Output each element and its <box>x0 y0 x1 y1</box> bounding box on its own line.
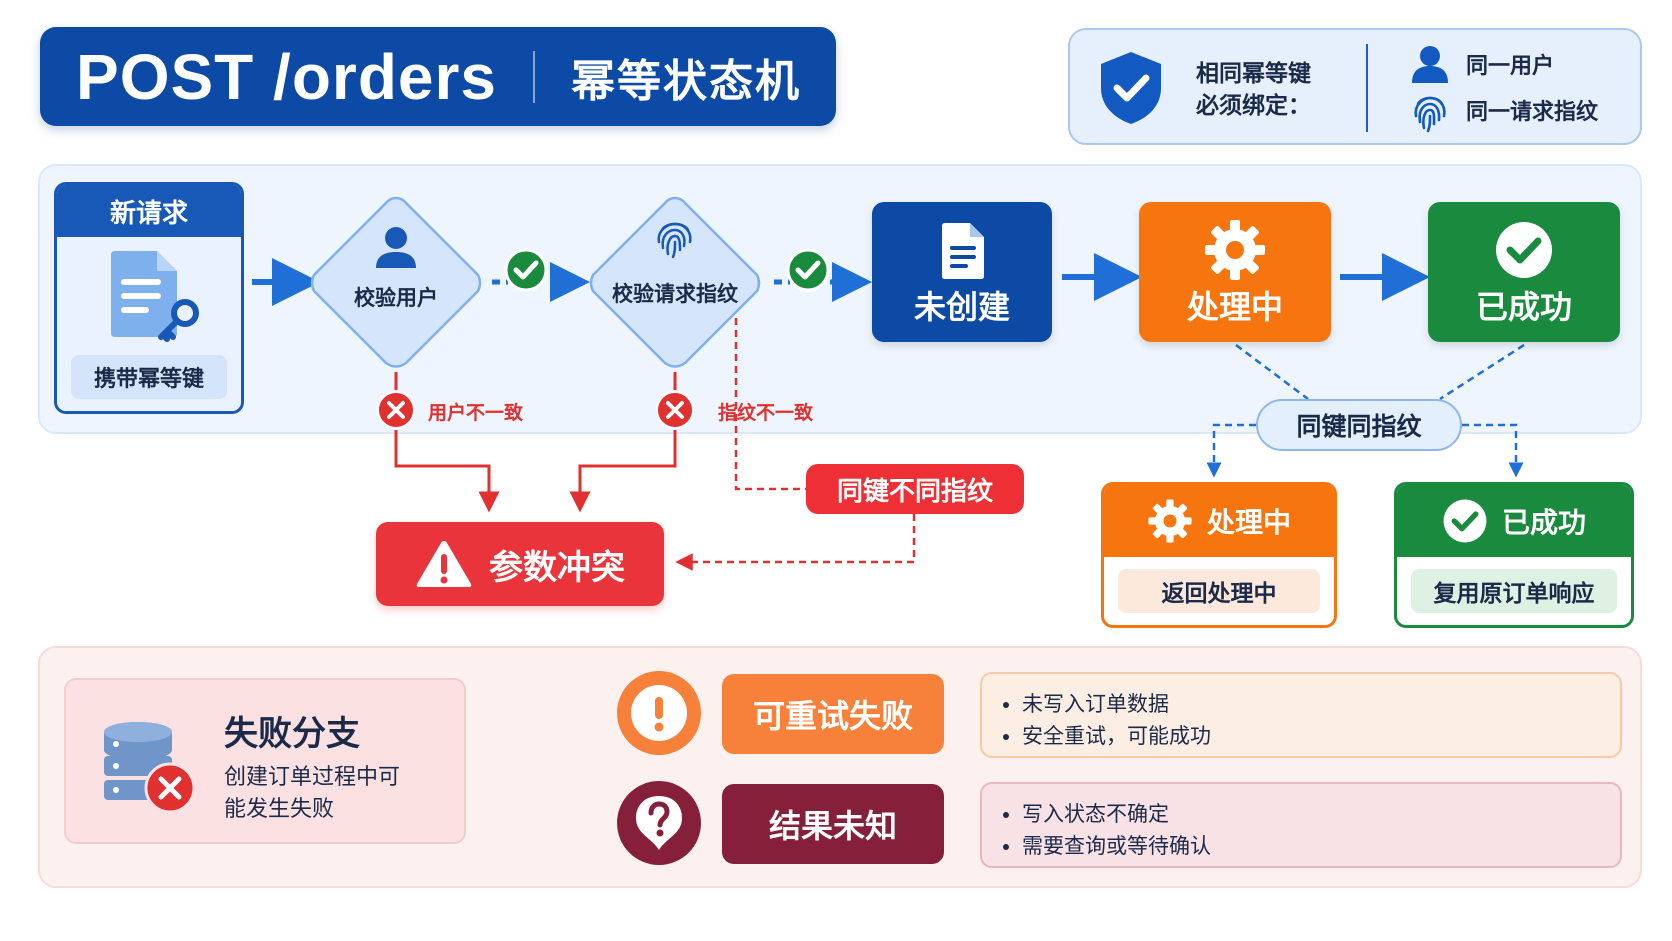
unknown-result-notes: 写入状态不确定 需要查询或等待确认 <box>980 782 1622 868</box>
unknown-result-label: 结果未知 <box>722 784 944 864</box>
same-key-same-fingerprint-pill: 同键同指纹 <box>1256 399 1462 451</box>
line-samekeydiff-to-conflict <box>675 514 916 571</box>
shield-check-icon <box>1101 52 1161 124</box>
line-user-err-to-conflict <box>394 430 500 513</box>
line-success-to-samekey <box>1439 343 1525 401</box>
check-circle-icon <box>786 248 830 292</box>
header-divider <box>533 50 535 103</box>
failure-branch-title: 失败分支 <box>224 714 360 754</box>
fingerprint-icon <box>657 222 692 259</box>
binding-rule-fingerprint: 同一请求指纹 <box>1466 100 1599 125</box>
check-circle-icon <box>1443 499 1487 543</box>
state-processing: 处理中 <box>1139 202 1331 342</box>
verify-fingerprint-label: 校验请求指纹 <box>612 282 738 306</box>
error-x-icon <box>377 391 415 429</box>
retryable-note-2: 安全重试，可能成功 <box>1022 720 1620 752</box>
state-succeeded: 已成功 <box>1428 202 1620 342</box>
question-circle-icon <box>617 781 701 865</box>
retryable-failure-label: 可重试失败 <box>722 674 944 754</box>
line-fp-to-samekeydiff <box>734 318 806 491</box>
page-title-subject: 幂等状态机 <box>571 55 801 107</box>
unknown-note-1: 写入状态不确定 <box>1022 798 1620 830</box>
parameter-conflict-label: 参数冲突 <box>489 547 625 588</box>
error-x-icon <box>656 391 694 429</box>
decision-verify-user <box>310 196 482 368</box>
check-circle-icon <box>1496 222 1552 278</box>
database-error-icon <box>104 722 196 814</box>
succeeded-card-body: 复用原订单响应 <box>1411 569 1617 613</box>
state-not-created-label: 未创建 <box>913 288 1010 326</box>
user-icon <box>1412 46 1448 83</box>
document-icon <box>942 223 984 279</box>
decision-verify-fingerprint <box>589 196 761 368</box>
fingerprint-mismatch-label: 指纹不一致 <box>718 402 814 424</box>
line-samekey-to-proc-card <box>1206 423 1256 478</box>
new-request-footer: 携带幂等键 <box>71 355 227 399</box>
processing-card-body: 返回处理中 <box>1118 569 1320 613</box>
failure-desc-line1: 创建订单过程中可 <box>224 765 401 790</box>
binding-label: 相同幂等键 必须绑定： <box>1196 58 1311 122</box>
gear-icon <box>1205 220 1265 280</box>
processing-result-card: 处理中 返回处理中 <box>1101 482 1337 628</box>
state-succeeded-label: 已成功 <box>1475 288 1572 326</box>
line-samekey-to-succ-card <box>1462 423 1524 478</box>
failure-branch-description: 创建订单过程中可 能发生失败 <box>224 762 444 826</box>
binding-label-line1: 相同幂等键 <box>1196 61 1311 87</box>
same-key-different-fingerprint-badge: 同键不同指纹 <box>806 464 1024 514</box>
retryable-failure-notes: 未写入订单数据 安全重试，可能成功 <box>980 672 1622 758</box>
page-title-endpoint: POST /orders <box>76 40 497 113</box>
binding-requirements-box: 相同幂等键 必须绑定： 同一用户 同一请求指纹 <box>1068 28 1642 145</box>
document-key-icon <box>111 251 199 342</box>
verify-user-label: 校验用户 <box>354 286 438 310</box>
binding-divider <box>1366 44 1368 132</box>
retryable-note-1: 未写入订单数据 <box>1022 688 1620 720</box>
state-processing-label: 处理中 <box>1186 288 1283 326</box>
line-processing-to-samekey <box>1235 344 1309 400</box>
line-fp-err-to-conflict <box>569 430 677 513</box>
new-request-card: 新请求 携带幂等键 <box>54 182 244 414</box>
new-request-title: 新请求 <box>57 185 241 237</box>
binding-rule-user: 同一用户 <box>1466 54 1555 79</box>
failure-branch-card: 失败分支 创建订单过程中可 能发生失败 <box>64 678 466 844</box>
failure-desc-line2: 能发生失败 <box>224 797 335 822</box>
header-banner: POST /orders 幂等状态机 <box>40 27 836 126</box>
fingerprint-icon <box>1414 96 1446 133</box>
user-icon <box>376 227 416 268</box>
binding-label-line2: 必须绑定： <box>1196 93 1311 119</box>
parameter-conflict-box: 参数冲突 <box>376 522 664 606</box>
check-circle-icon <box>504 248 548 292</box>
warning-icon <box>416 541 472 587</box>
unknown-note-2: 需要查询或等待确认 <box>1022 830 1620 862</box>
succeeded-result-card: 已成功 复用原订单响应 <box>1394 482 1634 628</box>
gear-icon <box>1148 499 1192 543</box>
user-mismatch-label: 用户不一致 <box>428 402 524 424</box>
exclamation-circle-icon <box>617 671 701 755</box>
succeeded-card-title: 已成功 <box>1501 506 1586 539</box>
processing-card-title: 处理中 <box>1206 506 1291 539</box>
state-not-created: 未创建 <box>872 202 1052 342</box>
